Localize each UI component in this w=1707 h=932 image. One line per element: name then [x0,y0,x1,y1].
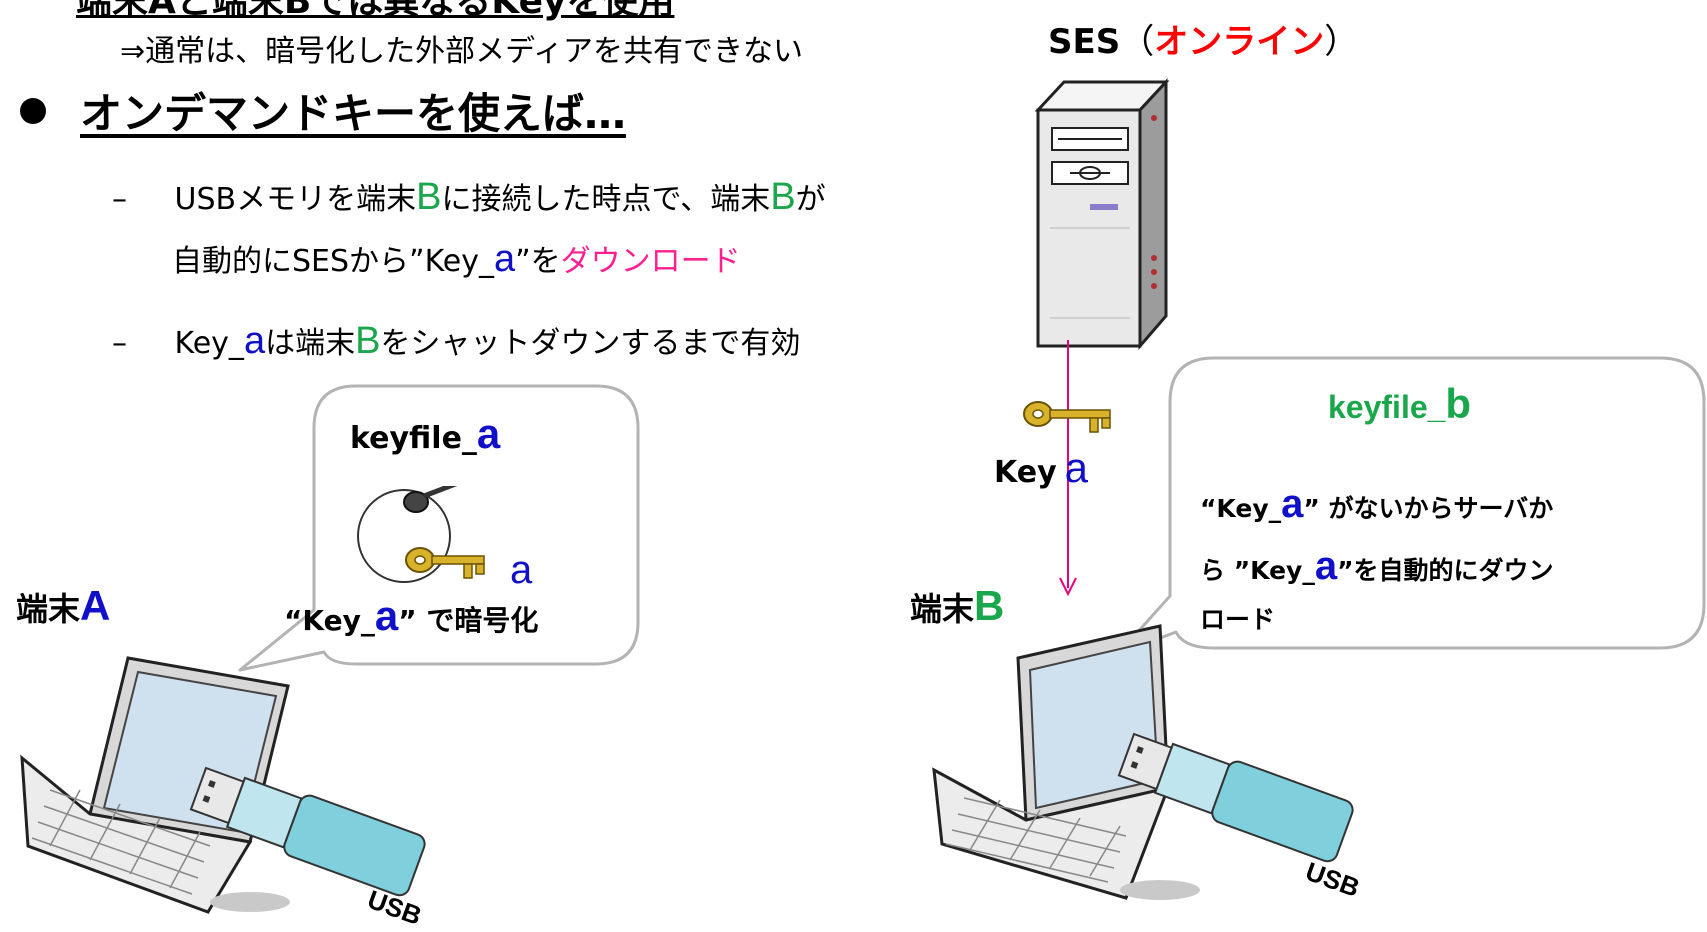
bubble-b-line-3: ロード [1200,605,1276,634]
bubble-a-caption: “Key_a” で暗号化 [284,592,538,640]
label-letter: A [80,582,111,629]
keyring-icon [357,486,485,583]
paren: （ [1120,22,1155,62]
sub-item-1-cont: 自動的にSESから”Key_a”をダウンロード [172,236,741,281]
bubble-a-shape [238,384,640,672]
download-arrow [1059,340,1077,597]
letter-a: a [493,238,516,280]
key-text: Key [994,455,1057,490]
letter-b: B [416,176,442,218]
line-letter: a [1281,482,1304,526]
terminal-a-label: 端末A [16,582,110,630]
terminal-b-label: 端末B [910,582,1004,630]
text: USBメモリを端末 [174,182,417,217]
caption-text: ” で暗号化 [398,604,539,637]
server-label: SES（オンライン） [1048,14,1358,63]
bubble-b-line-2: ら ”Key_a”を自動的にダウン [1200,544,1554,589]
sub-item-2: – Key_aは端末Bをシャットダウンするまで有効 [112,318,800,363]
caption-text: “Key_ [284,604,375,637]
line-text: ” がないからサーバか [1303,494,1554,523]
letter-b: B [355,320,381,362]
bubble-b-title: keyfile_b [1328,380,1471,428]
title-text: keyfile_ [1328,389,1446,425]
letter-a: a [243,320,266,362]
line-text: “Key_ [1200,494,1282,523]
download-word: ダウンロード [560,244,741,279]
label-text: 端末 [16,590,81,628]
text: は端末 [265,326,356,361]
note-line: ⇒通常は、暗号化した外部メディアを共有できない [120,34,804,69]
text: をシャットダウンするまで有効 [380,326,801,361]
server-icon [1034,78,1170,350]
line-text: ”を自動的にダウン [1337,556,1554,585]
key-icon [1023,401,1111,433]
text: が [795,182,826,217]
bullet-heading: オンデマンドキーを使えば… [80,89,627,138]
text: に接続した時点で、端末 [441,182,771,217]
keyring-letter: a [510,548,533,592]
text: ”を [515,244,561,279]
server-name: SES [1048,22,1121,62]
bubble-b-shape [1116,356,1706,656]
title-text: keyfile_ [350,421,477,456]
bubble-a-title: keyfile_a [350,410,500,458]
letter-b: B [770,176,796,218]
label-text: 端末 [910,590,975,628]
title-letter: a [476,410,501,457]
key-letter: a [1064,444,1088,491]
label-letter: B [974,582,1005,629]
line-letter: a [1314,544,1338,588]
sub-item-1: – USBメモリを端末Bに接続した時点で、端末Bが [112,174,826,219]
paren: ） [1324,22,1359,62]
bubble-b-line-1: “Key_a” がないからサーバか [1200,482,1553,527]
cut-off-heading: 端末Aと端末Bでは異なるKeyを使用 [76,0,675,22]
bullet-dot [20,98,46,124]
laptop-b-icon [932,624,1354,900]
line-text: ら ”Key_ [1200,556,1315,585]
dash: – [112,326,127,361]
laptop-a-icon [20,656,426,914]
dash: – [112,182,127,217]
server-status: オンライン [1154,22,1325,62]
text: Key_ [174,326,244,361]
title-letter: b [1445,380,1472,427]
text: 自動的にSESから”Key_ [172,244,494,279]
caption-letter: a [374,592,399,639]
